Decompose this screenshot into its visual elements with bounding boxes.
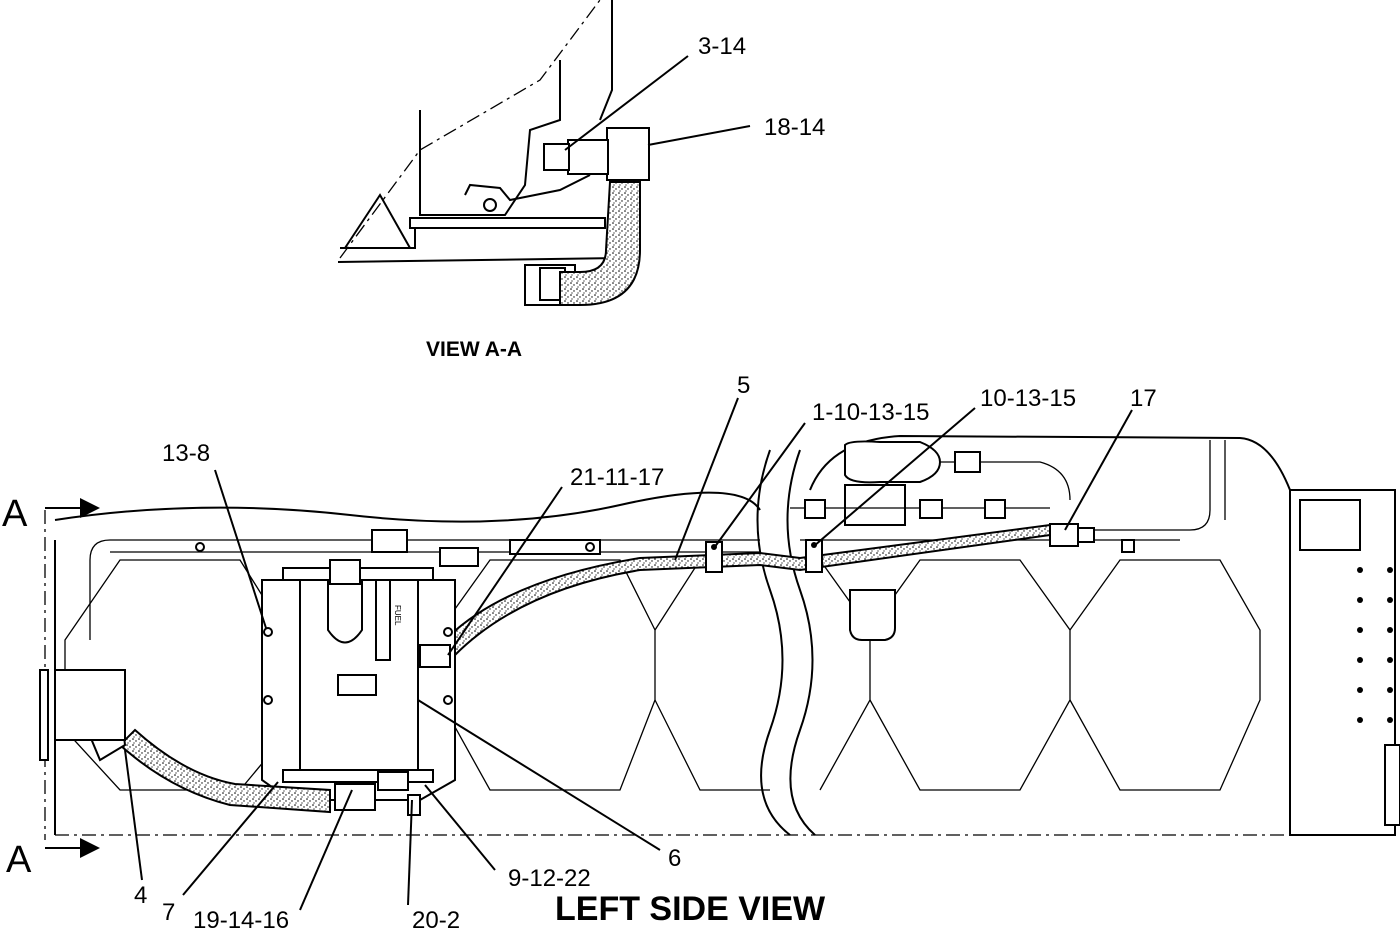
view-aa-title: VIEW A-A (426, 338, 522, 361)
left-side-view-title: LEFT SIDE VIEW (555, 890, 826, 928)
view-aa-base-plate (340, 228, 416, 249)
tank-compartment-5 (869, 559, 1071, 791)
callout-5: 5 (737, 372, 750, 399)
section-mark-bottom: A (6, 839, 32, 881)
leader-5 (674, 397, 739, 561)
tank-compartment-4 (819, 559, 871, 791)
tank-outlet-block (54, 669, 126, 741)
plate-hole-2 (263, 695, 273, 705)
plate-hole-13-8 (263, 627, 273, 637)
break-line-1 (756, 449, 791, 836)
tank-top-edge-right (809, 434, 1291, 491)
leader-20-2 (407, 799, 413, 906)
upper-rail (89, 539, 760, 640)
callout-17: 17 (1130, 385, 1157, 412)
view-aa-adapter (543, 143, 570, 171)
right-end-holes (1357, 567, 1393, 723)
view-aa-hose (559, 181, 641, 306)
valve-fitting-c (984, 499, 1006, 519)
view-aa-elbow-18-14 (606, 127, 650, 181)
separator-sight-gauge (375, 579, 391, 661)
separator-cap (329, 559, 361, 585)
leader-1-10-13-15 (713, 422, 806, 549)
callout-18-14: 18-14 (764, 114, 825, 141)
leader-19-14-16 (299, 789, 353, 911)
right-end-bracket (1289, 489, 1396, 836)
tank-compartment-6 (1069, 559, 1261, 791)
inline-filter (844, 440, 942, 484)
filter-outlet-fitting (954, 451, 981, 473)
right-end-tab (1384, 744, 1400, 826)
callout-1-10-13-15: 1-10-13-15 (812, 399, 929, 426)
view-aa-edge (599, 0, 613, 121)
callout-19-14-16: 19-14-16 (193, 907, 289, 934)
view-aa-detail: 3-14 18-14 VIEW A-A (337, 0, 825, 361)
rail-clip-mid (585, 542, 595, 552)
leader-18-14 (647, 125, 751, 146)
fuel-hose-lower (118, 728, 331, 814)
callout-13-8: 13-8 (162, 440, 210, 467)
leader-17 (1064, 409, 1133, 531)
callout-20-2: 20-2 (412, 907, 460, 934)
hose-end-adapter (1077, 527, 1095, 543)
hose-clamp-1 (705, 541, 723, 573)
separator-top-fitting (371, 529, 408, 553)
inlet-fitting-19-14-16 (334, 783, 376, 811)
view-aa-frame-rail (409, 217, 606, 229)
callout-6: 6 (668, 845, 681, 872)
view-aa-mount (464, 174, 591, 202)
right-end-block (1299, 499, 1361, 551)
leader-10-13-15 (813, 407, 976, 547)
hose-clamp-2 (805, 539, 823, 573)
tank-compartment-3b (654, 699, 770, 791)
rail-clip-right (1121, 539, 1135, 553)
separator-label-plate (337, 674, 377, 696)
valve-fitting-a (804, 499, 826, 519)
tank-end-plate (39, 669, 49, 761)
valve-block (844, 484, 906, 526)
callout-21-11-17: 21-11-17 (570, 464, 664, 491)
callout-7: 7 (162, 899, 175, 926)
sump-cup (849, 589, 896, 641)
separator-bowl (327, 580, 363, 644)
leader-3-14 (564, 55, 689, 151)
view-aa-fitting-3-14 (567, 139, 609, 175)
callout-3-14: 3-14 (698, 33, 746, 60)
drain-fitting (377, 771, 409, 791)
leader-4 (124, 749, 143, 881)
callout-4: 4 (134, 882, 147, 909)
rail-clip-left (195, 542, 205, 552)
tank-top-edge-left (54, 491, 761, 523)
left-side-view: A A (2, 372, 1400, 934)
separator-fuel-label: FUEL (393, 605, 402, 626)
view-aa-outline-break (339, 0, 601, 259)
leader-9-12-22 (424, 784, 496, 871)
break-line-2 (786, 449, 816, 836)
separator-bottom-bracket (282, 769, 434, 783)
plate-hole-4 (443, 695, 453, 705)
view-aa-bracket (419, 60, 561, 216)
callout-10-13-15: 10-13-15 (980, 385, 1076, 412)
return-line (1080, 440, 1211, 531)
callout-9-12-22: 9-12-22 (508, 865, 591, 892)
drain-valve-20-2 (407, 794, 421, 816)
leader-6 (417, 699, 661, 851)
section-mark-top: A (2, 493, 28, 535)
view-aa-floor-line (337, 257, 621, 263)
rail-fitting-upper (509, 539, 601, 555)
outlet-fitting-21-11-17 (419, 644, 451, 668)
leader-13-8 (214, 469, 267, 629)
hose-end-fitting-17 (1049, 523, 1079, 547)
valve-fitting-b (919, 499, 943, 519)
view-aa-gusset (344, 193, 411, 249)
upper-fitting-right (439, 547, 479, 567)
leader-21-11-17 (447, 486, 563, 656)
plate-hole-3 (443, 627, 453, 637)
filter-outlet-line (940, 461, 1071, 501)
leader-7 (182, 781, 279, 896)
view-aa-bolt-hole (483, 198, 497, 212)
